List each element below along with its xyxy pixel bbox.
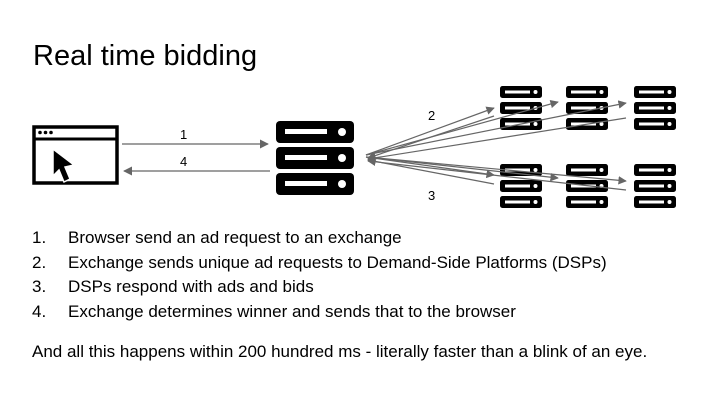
slide-title: Real time bidding: [33, 40, 258, 72]
list-item: 3.DSPs respond with ads and bids: [32, 277, 314, 296]
steps-list: 1.Browser send an ad request to an excha…: [32, 226, 607, 324]
browser-window-with-cursor-icon: [32, 125, 119, 185]
arrow-label-bid-requests: 2: [428, 108, 435, 123]
exchange-server-icon: [276, 121, 354, 195]
bid-response-arrows: [367, 115, 627, 191]
arrow-label-request: 1: [180, 127, 187, 142]
list-item: 4.Exchange determines winner and sends t…: [32, 301, 516, 321]
dsp-server-icon: [500, 164, 542, 208]
summary-text: And all this happens within 200 hundred …: [32, 342, 648, 361]
dsp-server-icon: [634, 86, 676, 130]
list-item: 2.Exchange sends unique ad requests to D…: [32, 252, 607, 272]
arrow-label-response: 4: [180, 154, 187, 169]
list-item: 1.Browser send an ad request to an excha…: [32, 228, 402, 247]
bid-request-arrows: [365, 99, 627, 185]
dsp-server-icon: [634, 164, 676, 208]
arrow-label-bids: 3: [428, 188, 435, 203]
